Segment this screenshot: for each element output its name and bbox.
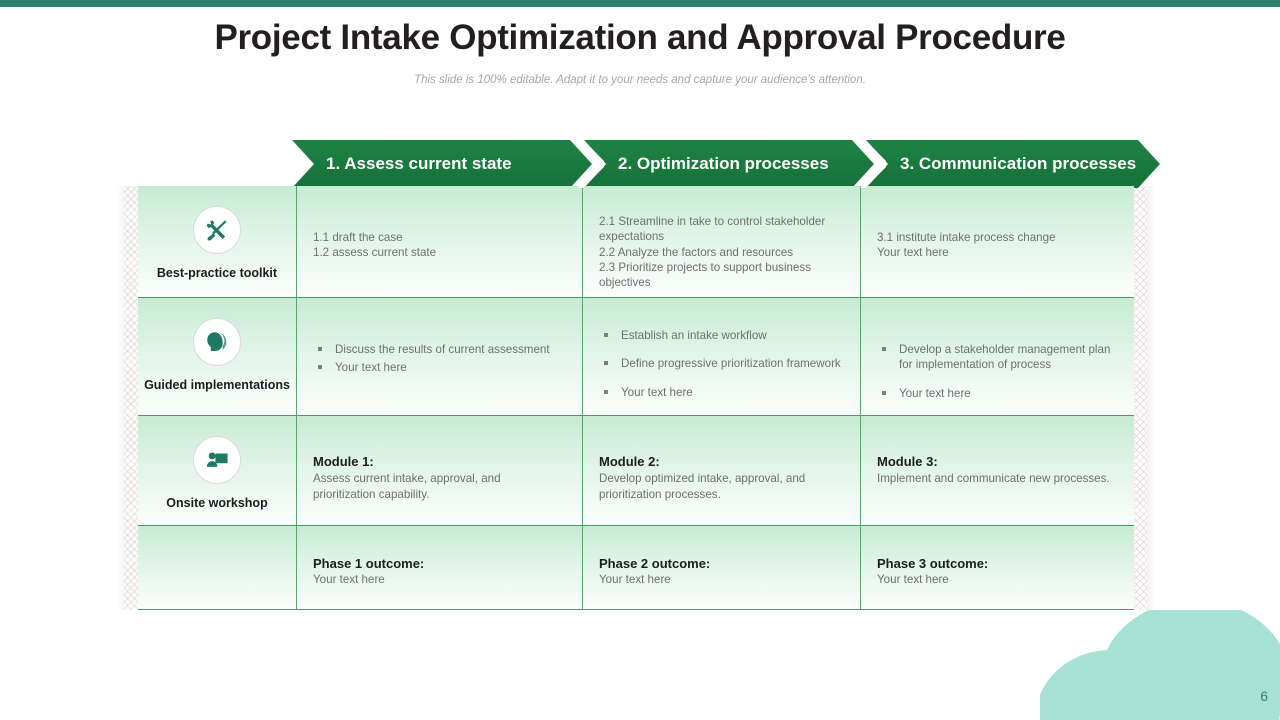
two-heads-icon	[193, 318, 241, 366]
list-item: Develop a stakeholder management plan fo…	[877, 342, 1118, 373]
row-1-cell-1-text: 1.1 draft the case 1.2 assess current st…	[313, 231, 437, 260]
table-row: Phase 1 outcome: Your text here Phase 2 …	[138, 526, 1134, 610]
row-3-cell-2-title: Module 2:	[599, 454, 660, 469]
row-4-icon-cell	[138, 526, 296, 609]
phase-header-3[interactable]: 3. Communication processes	[866, 140, 1160, 188]
row-4-cell-3-body: Your text here	[877, 573, 949, 586]
right-edge-shadow	[1147, 186, 1156, 610]
phase-header-row: 1. Assess current state 2. Optimization …	[292, 140, 1160, 188]
row-4-cell-2-title: Phase 2 outcome:	[599, 556, 711, 571]
row-1-cell-1: 1.1 draft the case 1.2 assess current st…	[296, 186, 582, 297]
page-subtitle: This slide is 100% editable. Adapt it to…	[414, 74, 866, 86]
table-row: Best-practice toolkit 1.1 draft the case…	[138, 186, 1134, 298]
row-2-icon-cell: Guided implementations	[138, 298, 296, 415]
row-2-cell-2-list: Establish an intake workflow Define prog…	[599, 312, 844, 400]
row-1-cell-2-text: 2.1 Streamline in take to control stakeh…	[599, 215, 826, 290]
phase-header-1[interactable]: 1. Assess current state	[292, 140, 592, 188]
row-3-cell-1-title: Module 1:	[313, 454, 374, 469]
row-3-cell-3-body: Implement and communicate new processes.	[877, 472, 1110, 485]
list-item: Your text here	[599, 385, 844, 400]
page-number: 6	[1260, 688, 1268, 704]
row-3-cell-1-body: Assess current intake, approval, and pri…	[313, 472, 501, 501]
row-1-cell-2: 2.1 Streamline in take to control stakeh…	[582, 186, 860, 297]
phase-matrix-table: Best-practice toolkit 1.1 draft the case…	[138, 186, 1134, 610]
top-accent-bar	[0, 0, 1280, 7]
row-3-icon-label: Onsite workshop	[166, 496, 268, 510]
row-2-cell-3-list: Develop a stakeholder management plan fo…	[877, 312, 1118, 401]
row-3-icon-cell: Onsite workshop	[138, 416, 296, 525]
left-hatch-strip	[124, 186, 138, 610]
row-4-cell-1-title: Phase 1 outcome:	[313, 556, 425, 571]
page-title: Project Intake Optimization and Approval…	[214, 18, 1066, 57]
phase-header-3-label: 3. Communication processes	[900, 154, 1137, 173]
row-2-cell-2: Establish an intake workflow Define prog…	[582, 298, 860, 415]
row-3-cell-1: Module 1: Assess current intake, approva…	[296, 416, 582, 525]
presenter-board-icon	[193, 436, 241, 484]
phase-header-2-label: 2. Optimization processes	[618, 154, 829, 173]
row-3-cell-3: Module 3: Implement and communicate new …	[860, 416, 1134, 525]
list-item: Establish an intake workflow	[599, 328, 844, 343]
list-item: Discuss the results of current assessmen…	[313, 342, 566, 357]
row-3-cell-2-body: Develop optimized intake, approval, and …	[599, 472, 806, 501]
row-1-icon-cell: Best-practice toolkit	[138, 186, 296, 297]
row-4-cell-1-body: Your text here	[313, 573, 385, 586]
phase-header-2[interactable]: 2. Optimization processes	[584, 140, 874, 188]
row-1-icon-label: Best-practice toolkit	[156, 266, 278, 280]
phase-header-1-label: 1. Assess current state	[326, 154, 512, 173]
row-2-cell-3: Develop a stakeholder management plan fo…	[860, 298, 1134, 415]
row-2-cell-1-list: Discuss the results of current assessmen…	[313, 312, 566, 376]
list-item: Define progressive prioritization framew…	[599, 356, 844, 371]
row-4-cell-3-title: Phase 3 outcome:	[877, 556, 989, 571]
right-hatch-strip	[1133, 186, 1147, 610]
row-1-cell-3-text: 3.1 institute intake process change Your…	[877, 231, 1056, 260]
row-2-icon-label: Guided implementations	[144, 378, 290, 392]
row-2-cell-1: Discuss the results of current assessmen…	[296, 298, 582, 415]
row-4-cell-2-body: Your text here	[599, 573, 671, 586]
list-item: Your text here	[313, 360, 566, 375]
row-1-cell-3: 3.1 institute intake process change Your…	[860, 186, 1134, 297]
row-4-cell-2: Phase 2 outcome: Your text here	[582, 526, 860, 609]
table-row: Onsite workshop Module 1: Assess current…	[138, 416, 1134, 526]
row-4-cell-1: Phase 1 outcome: Your text here	[296, 526, 582, 609]
row-3-cell-2: Module 2: Develop optimized intake, appr…	[582, 416, 860, 525]
table-row: Guided implementations Discuss the resul…	[138, 298, 1134, 416]
row-4-cell-3: Phase 3 outcome: Your text here	[860, 526, 1134, 609]
left-edge-shadow	[117, 186, 126, 610]
row-3-cell-3-title: Module 3:	[877, 454, 938, 469]
cloud-decoration	[1040, 610, 1280, 720]
crossed-tools-icon	[193, 206, 241, 254]
list-item: Your text here	[877, 386, 1118, 401]
